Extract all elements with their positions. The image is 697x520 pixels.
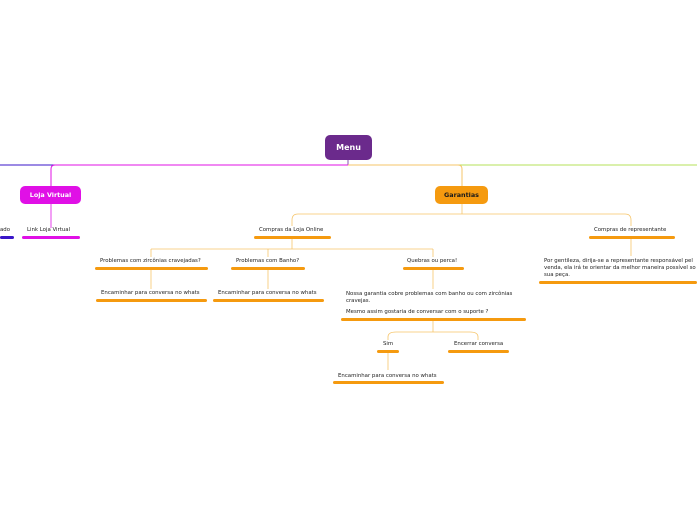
underline-compras-loja-online (254, 236, 331, 239)
leaf-quebras-info[interactable]: Nossa garantia cobre problemas com banho… (346, 291, 528, 316)
underline-problemas-banho (231, 267, 305, 270)
underline-sim (377, 350, 399, 353)
connector-garantias (348, 164, 463, 186)
leaf-problemas-banho[interactable]: Problemas com Banho? (236, 258, 300, 264)
leaf-sim-encaminhar[interactable]: Encaminhar para conversa no whats (338, 373, 437, 379)
node-loja-virtual[interactable]: Loja Virtual (20, 186, 81, 204)
connector-info-split (387, 331, 479, 340)
underline-sim-encaminhar (333, 381, 444, 384)
leaf-problemas-zirconias[interactable]: Problemas com zircônias cravejadas? (100, 258, 201, 264)
underline-problemas-zirconias (95, 267, 208, 270)
underline-quebras-perca (403, 267, 464, 270)
leaf-sim[interactable]: Sim (383, 341, 394, 347)
underline-quebras-info (341, 318, 526, 321)
underline-encerrar-conversa (448, 350, 509, 353)
leaf-link-loja-virtual[interactable]: Link Loja Virtual (27, 227, 71, 233)
leaf-quebras-perca[interactable]: Quebras ou perca! (407, 258, 458, 264)
leaf-representante-info[interactable]: Por gentileza, dirija-se a representante… (544, 258, 696, 278)
leaf-compras-representante[interactable]: Compras de representante (594, 227, 667, 233)
connector-loja-virtual (50, 164, 348, 186)
leaf-zirconias-encaminhar[interactable]: Encaminhar para conversa no whats (101, 290, 200, 296)
root-label: Menu (336, 143, 361, 152)
leaf-encerrar-conversa[interactable]: Encerrar conversa (454, 341, 504, 347)
connector-garantias-split (291, 213, 632, 226)
quebras-info-line2: Mesmo assim gostaria de conversar com o … (346, 309, 489, 315)
garantias-label: Garantias (444, 191, 479, 199)
underline-banho-encaminhar (213, 299, 324, 302)
underline-compras-representante (589, 236, 675, 239)
leaf-compras-loja-online[interactable]: Compras da Loja Online (259, 227, 324, 233)
root-node-menu[interactable]: Menu (325, 135, 372, 160)
leaf-banho-encaminhar[interactable]: Encaminhar para conversa no whats (218, 290, 317, 296)
cut-off-underline (0, 236, 14, 239)
loja-virtual-label: Loja Virtual (29, 191, 72, 199)
quebras-info-line1: Nossa garantia cobre problemas com banho… (346, 291, 513, 304)
node-garantias[interactable]: Garantias (435, 186, 488, 204)
underline-zirconias-encaminhar (96, 299, 207, 302)
underline-representante-info (539, 281, 697, 284)
underline-link-loja-virtual (22, 236, 80, 239)
cut-off-label: ado (0, 227, 11, 233)
